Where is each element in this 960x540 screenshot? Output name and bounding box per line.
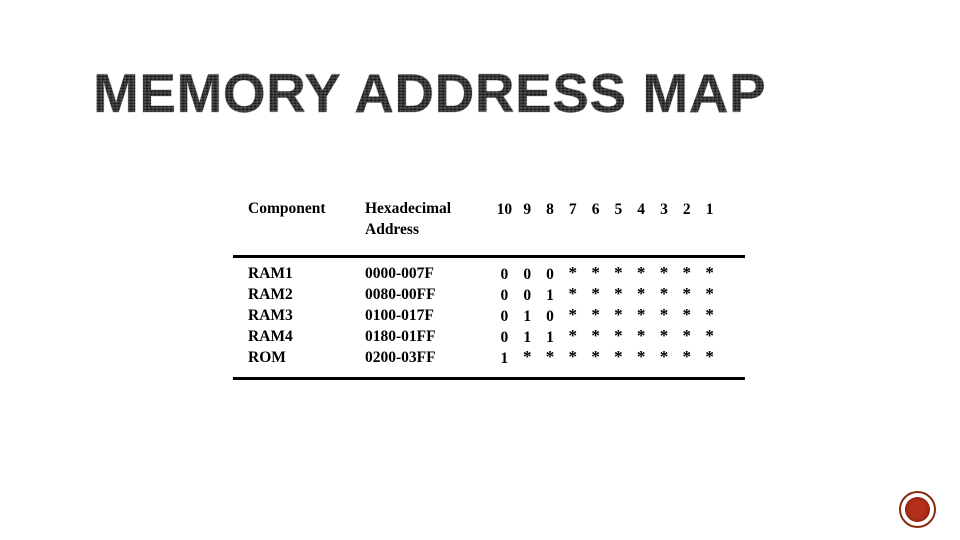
bit-value-6: * xyxy=(591,347,600,366)
bit-value-9: 0 xyxy=(523,287,532,304)
bit-header-10: 10 xyxy=(496,201,513,218)
bit-value-3: * xyxy=(659,263,669,282)
bit-value-7: * xyxy=(568,347,578,366)
bit-value-1: * xyxy=(705,326,714,345)
bit-value-2: * xyxy=(682,263,692,282)
table-rule-bottom xyxy=(233,377,745,380)
bit-value-6: * xyxy=(591,305,600,324)
bit-value-2: * xyxy=(682,326,692,345)
bit-value-5: * xyxy=(614,305,623,324)
bit-value-2: * xyxy=(682,305,692,324)
bit-value-4: * xyxy=(636,284,646,303)
column-header-bit-numbers: 10 9 8 7 6 5 4 3 2 1 xyxy=(493,200,721,219)
bit-value-5: * xyxy=(614,284,623,303)
bit-value-4: * xyxy=(636,326,646,345)
cell-address: 0000-007F xyxy=(365,265,434,282)
circle-bullet-icon xyxy=(899,491,936,528)
bit-value-9: 0 xyxy=(523,266,532,283)
memory-address-map-table: Component Hexadecimal Address 10 9 8 7 6… xyxy=(233,200,745,380)
bit-value-2: * xyxy=(682,347,692,366)
bit-value-8: 0 xyxy=(546,308,554,325)
cell-bits: 0 1 1 * * * * * * * xyxy=(493,326,721,347)
cell-address: 0180-01FF xyxy=(365,328,436,345)
cell-address: 0080-00FF xyxy=(365,286,436,303)
bit-value-9: * xyxy=(522,347,532,366)
table-row: RAM1 0000-007F 0 0 0 * * * * * * * xyxy=(233,263,745,286)
table-header-row: Component Hexadecimal Address 10 9 8 7 6… xyxy=(233,200,745,250)
table-row: RAM4 0180-01FF 0 1 1 * * * * * * * xyxy=(233,326,745,349)
bit-value-6: * xyxy=(591,326,600,345)
cell-component: RAM1 xyxy=(248,265,293,282)
bit-value-10: 0 xyxy=(500,308,509,325)
table-row: ROM 0200-03FF 1 * * * * * * * * * xyxy=(233,347,745,370)
bit-value-7: * xyxy=(568,326,578,345)
bit-value-3: * xyxy=(659,347,669,366)
bit-value-3: * xyxy=(659,305,669,324)
bit-value-8: 1 xyxy=(546,329,554,346)
bit-value-1: * xyxy=(705,284,714,303)
table-row: RAM3 0100-017F 0 1 0 * * * * * * * xyxy=(233,305,745,328)
bit-value-1: * xyxy=(705,305,714,324)
table-body: RAM1 0000-007F 0 0 0 * * * * * * * RAM2 … xyxy=(233,258,745,373)
bit-value-9: 1 xyxy=(523,308,532,325)
column-header-hexadecimal-address: Hexadecimal Address xyxy=(365,200,451,239)
bit-value-8: 0 xyxy=(546,266,554,283)
bit-header-5: 5 xyxy=(614,201,623,218)
bit-value-9: 1 xyxy=(523,329,532,346)
circle-bullet-fill xyxy=(905,497,930,522)
bit-value-4: * xyxy=(636,347,646,366)
bit-value-3: * xyxy=(659,326,669,345)
bit-value-10: 0 xyxy=(500,287,509,304)
table-row: RAM2 0080-00FF 0 0 1 * * * * * * * xyxy=(233,284,745,307)
bit-value-8: * xyxy=(545,347,555,366)
cell-component: RAM4 xyxy=(248,328,293,345)
bit-value-10: 0 xyxy=(500,329,509,346)
cell-bits: 0 1 0 * * * * * * * xyxy=(493,305,721,326)
bit-value-1: * xyxy=(705,347,714,366)
bit-header-1: 1 xyxy=(705,201,714,218)
cell-bits: 1 * * * * * * * * * xyxy=(493,347,721,368)
bit-value-6: * xyxy=(591,284,600,303)
column-header-component: Component xyxy=(248,200,326,217)
bit-value-5: * xyxy=(614,326,623,345)
bit-value-10: 0 xyxy=(500,266,509,283)
cell-address: 0100-017F xyxy=(365,307,434,324)
page-title: MEMORY ADDRESS MAP xyxy=(93,62,793,132)
bit-header-7: 7 xyxy=(568,201,577,218)
bit-value-2: * xyxy=(682,284,692,303)
cell-component: ROM xyxy=(248,349,286,366)
cell-component: RAM2 xyxy=(248,286,293,303)
column-header-address-line2: Address xyxy=(365,221,419,238)
bit-header-2: 2 xyxy=(682,201,691,218)
bit-value-8: 1 xyxy=(546,287,554,304)
bit-header-6: 6 xyxy=(591,201,600,218)
column-header-address-line1: Hexadecimal xyxy=(365,200,452,217)
bit-value-6: * xyxy=(591,263,600,282)
bit-value-5: * xyxy=(614,263,623,282)
cell-address: 0200-03FF xyxy=(365,349,436,366)
table-rule-top xyxy=(233,255,745,258)
bit-value-7: * xyxy=(568,305,578,324)
bit-value-4: * xyxy=(636,263,646,282)
bit-value-3: * xyxy=(659,284,669,303)
cell-bits: 0 0 0 * * * * * * * xyxy=(493,263,721,284)
bit-header-8: 8 xyxy=(546,201,554,218)
bit-value-7: * xyxy=(568,263,578,282)
bit-header-3: 3 xyxy=(660,201,668,218)
bit-value-1: * xyxy=(705,263,714,282)
cell-component: RAM3 xyxy=(248,307,293,324)
cell-bits: 0 0 1 * * * * * * * xyxy=(493,284,721,305)
bit-value-5: * xyxy=(614,347,623,366)
bit-value-10: 1 xyxy=(500,350,509,367)
bit-value-7: * xyxy=(568,284,578,303)
bit-header-4: 4 xyxy=(637,201,646,218)
bit-header-9: 9 xyxy=(523,201,532,218)
bit-value-4: * xyxy=(636,305,646,324)
